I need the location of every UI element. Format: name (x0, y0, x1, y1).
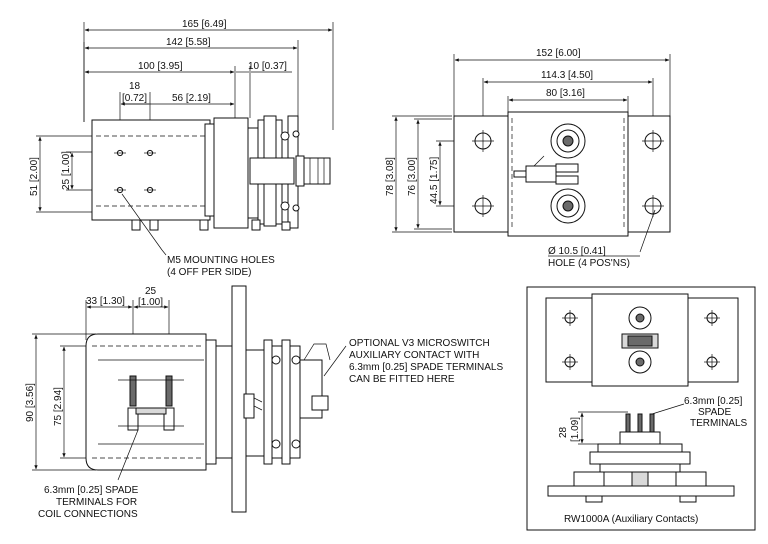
inset-caption: RW1000A (Auxiliary Contacts) (564, 514, 698, 525)
note-coil-1: 6.3mm [0.25] SPADE (44, 485, 139, 496)
dim-hole-pitch-25: 25 [1.00] (61, 151, 72, 190)
microswitch (513, 155, 579, 185)
dim-terminal-projection: 10 [0.37] (248, 61, 287, 72)
dim-base-width: 152 [6.00] (536, 48, 581, 59)
note-mounting-holes-1: M5 MOUNTING HOLES (167, 255, 275, 266)
dim-hole-centers: 114.3 [4.50] (541, 70, 593, 81)
note-coil-2: TERMINALS FOR (56, 497, 137, 508)
dim-hole-offset-a: 18 (129, 81, 141, 92)
dim-aux-height-b: [1.09] (570, 417, 581, 442)
dim-height-75: 75 [2.94] (53, 387, 64, 426)
top-view: 33 [1.30] 25 [1.00] 90 [3.56] 75 [2.94] (25, 285, 503, 520)
dim-plate-width: 80 [3.16] (546, 88, 585, 99)
side-view: 165 [6.49] 142 [5.58] 100 [3.95] 10 [0.3… (29, 19, 334, 278)
base-holes (472, 130, 664, 217)
dim-hole-offset-b: [0.72] (122, 93, 147, 104)
note-hole-2: HOLE (4 POS'NS) (548, 258, 630, 269)
note-hole-1: Ø 10.5 [0.41] (548, 246, 606, 257)
dim-spade-pitch-25a: 25 (145, 286, 157, 297)
dim-height-76: 76 [3.00] (407, 157, 418, 196)
note-optional-3: 6.3mm [0.25] SPADE TERMINALS (349, 362, 503, 373)
aux-side-view (547, 413, 735, 503)
coil-spade-terminals (118, 375, 184, 431)
mounting-hole-markers (114, 149, 156, 194)
dim-height-90: 90 [3.56] (25, 383, 36, 422)
note-coil-3: COIL CONNECTIONS (38, 509, 138, 520)
dim-body-length: 100 [3.95] (138, 61, 183, 72)
dim-spade-pitch-33: 33 [1.30] (86, 296, 125, 307)
note-optional-1: OPTIONAL V3 MICROSWITCH (349, 338, 490, 349)
note-aux-spade-1: 6.3mm [0.25] (684, 396, 743, 407)
dim-hole-offset-2: 56 [2.19] (172, 93, 211, 104)
dim-hole-pitch-44: 44.5 [1.75] (429, 157, 440, 204)
dim-height-78: 78 [3.08] (385, 157, 396, 196)
dim-aux-height-a: 28 (558, 426, 569, 438)
note-mounting-holes-2: (4 OFF PER SIDE) (167, 267, 251, 278)
dim-spade-pitch-25b: [1.00] (138, 297, 163, 308)
dim-overall-length: 165 [6.49] (182, 19, 227, 30)
note-optional-2: AUXILIARY CONTACT WITH (349, 350, 479, 361)
dim-height-51: 51 [2.00] (29, 157, 40, 196)
aux-contacts-inset: 28 [1.09] 6.3mm [0.25] SPADE TERMINALS R… (526, 286, 756, 531)
end-view: 152 [6.00] 114.3 [4.50] 80 [3.16] 78 [3.… (385, 48, 671, 269)
note-aux-spade-2: SPADE (698, 407, 731, 418)
note-aux-spade-3: TERMINALS (690, 418, 748, 429)
note-optional-4: CAN BE FITTED HERE (349, 374, 455, 385)
dim-flange-length: 142 [5.58] (166, 37, 211, 48)
terminal-studs (550, 123, 586, 224)
